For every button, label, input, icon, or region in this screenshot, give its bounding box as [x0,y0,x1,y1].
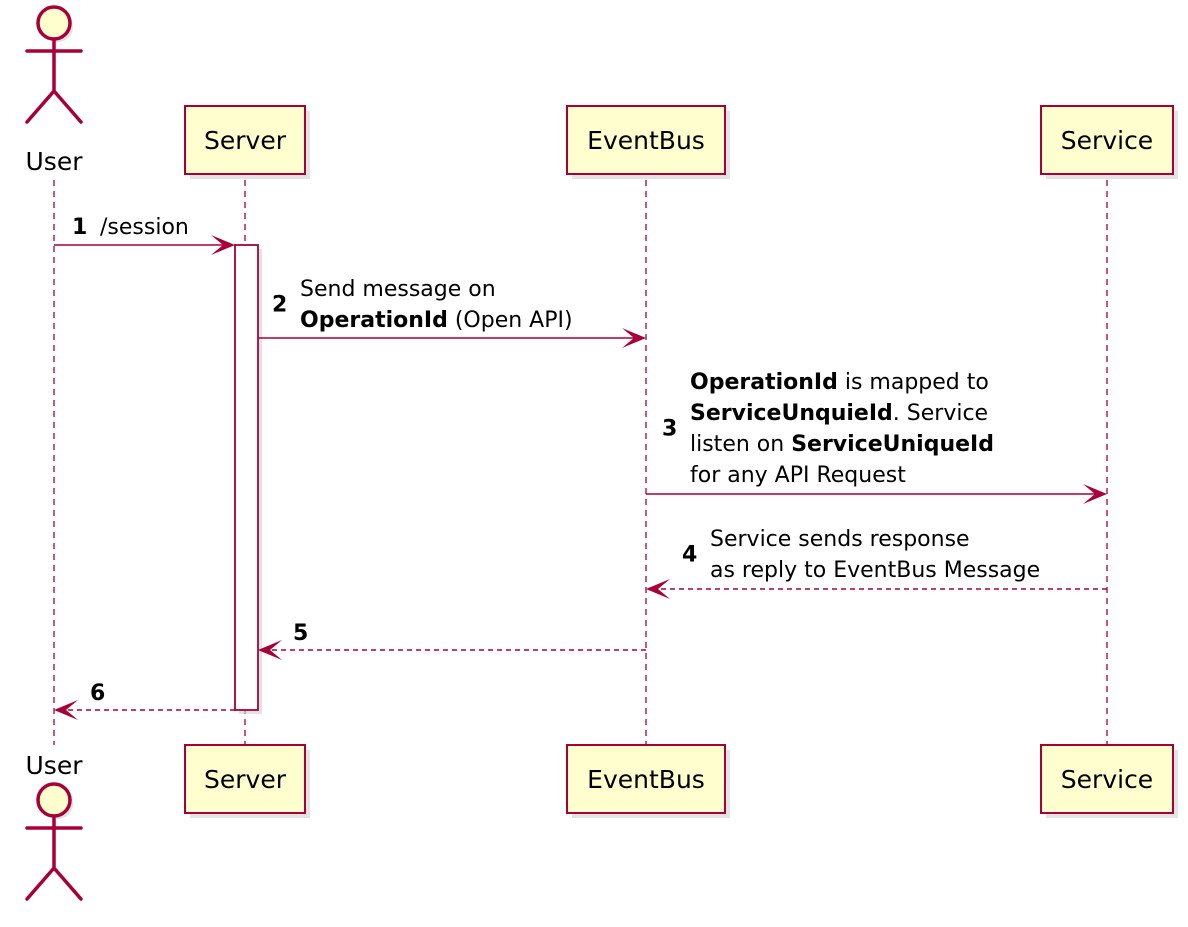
message-1: 1/session [54,215,235,255]
participant-box [1040,105,1174,175]
message-label-line: /session [100,215,189,240]
message-label-line: listen on ServiceUniqueId [690,432,994,457]
participants: UserUserServerServerEventBusEventBusServ… [25,5,1178,901]
messages: 1/session 2 Send message on OperationId (Op… [54,215,1107,720]
participant-eventbus-top: EventBus [566,105,730,179]
activation-bar-server [234,244,259,711]
message-label-line: ServiceUnquieId. Service [690,401,988,426]
message-5: 5 [258,621,646,660]
arrowhead-icon [622,328,646,348]
message-label-text: listen on [690,432,791,457]
participant-server-bottom: Server [184,744,310,818]
participant-label: Server [204,765,287,794]
message-label-line: OperationId (Open API) [300,308,573,333]
participant-box [1040,744,1174,814]
participant-label: Service [1061,126,1153,155]
message-3: 3 OperationId is mapped to ServiceUnquieId… [646,370,1107,504]
message-label-line: OperationId is mapped to [690,370,989,395]
activation-bars [234,244,262,714]
actor-user: User [25,5,84,176]
message-number: 6 [90,681,105,706]
message-label-text: as reply to EventBus Message [710,558,1040,583]
participant-label: Service [1061,765,1153,794]
participant-service-top: Service [1040,105,1178,179]
message-label-bold: OperationId [690,370,838,395]
participant-label: EventBus [587,765,705,794]
message-label-text: for any API Request [690,463,906,488]
participant-box [184,105,306,175]
message-number: 2 [272,293,287,318]
actor-body-icon [25,37,83,124]
arrowhead-icon [258,640,282,660]
participant-server-top: Server [184,105,310,179]
message-2: 2 Send message on OperationId (Open API) [258,277,646,348]
actor-head-icon [36,5,72,41]
actor-body-icon [25,814,83,901]
message-label-text: (Open API) [448,308,573,333]
message-label-text: is mapped to [838,370,989,395]
participant-service-bottom: Service [1040,744,1178,818]
message-label-line: as reply to EventBus Message [710,558,1040,583]
message-label-text: /session [100,215,189,240]
participant-label: User [26,147,84,176]
message-number: 5 [293,621,308,646]
message-label-text: Send message on [300,277,496,302]
participant-box [566,744,726,814]
participant-label: EventBus [587,126,705,155]
arrowhead-icon [54,700,78,720]
message-label-line: Send message on [300,277,496,302]
message-label-text: . Service [893,401,988,426]
message-label-line: for any API Request [690,463,906,488]
message-label-bold: ServiceUniqueId [791,432,994,457]
message-label-bold: OperationId [300,308,448,333]
message-number: 3 [662,417,677,442]
message-label-text: Service sends response [710,527,970,552]
actor-head-icon [36,782,72,818]
message-label-bold: ServiceUnquieId [690,401,893,426]
lifelines [53,180,1108,745]
participant-box [184,744,306,814]
message-number: 4 [682,543,697,568]
participant-label: User [26,751,84,780]
participant-label: Server [204,126,287,155]
message-number: 1 [72,215,87,240]
message-4: 4 Service sends response as reply to Event… [646,527,1107,599]
actor-user: User [25,751,84,901]
participant-box [566,105,726,175]
arrowhead-icon [211,235,235,255]
arrowhead-icon [1083,484,1107,504]
participant-eventbus-bottom: EventBus [566,744,730,818]
arrowhead-icon [646,579,670,599]
message-6: 6 [54,681,235,720]
message-label-line: Service sends response [710,527,970,552]
